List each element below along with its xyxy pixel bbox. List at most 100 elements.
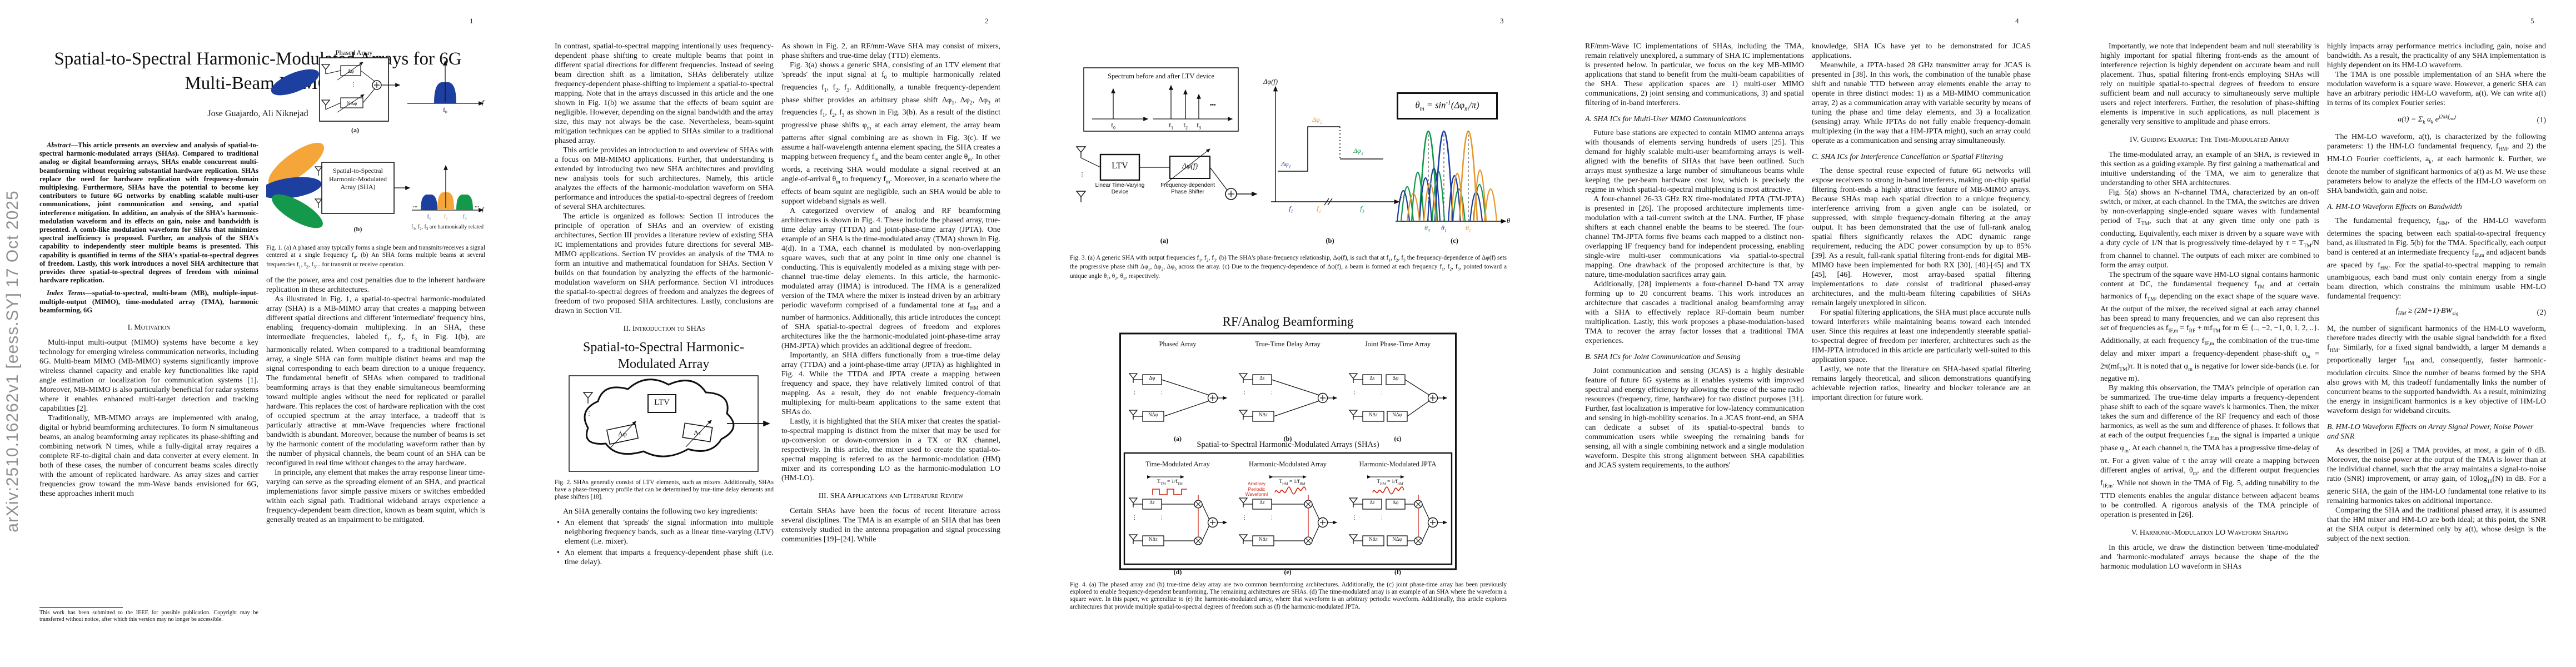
fig3-theta3-label: θ3 [1424,224,1430,233]
paragraph: M, the number of significant harmonics o… [2327,325,2546,415]
fig3-ltv-sublabel: Linear Time-Varying Device [1095,182,1145,195]
equation: a(t) = Σk ak ej2πkfHMt(1) [2398,115,2546,126]
wire [1312,504,1320,520]
fig1-phased-array-title: Phased Array [335,49,373,57]
fig4-box-label: NΔφ [1392,536,1402,542]
fig3-spectrum-dots: ••• [1210,102,1216,108]
paragraph: Additionally, [28] implements a four-cha… [1585,280,1804,345]
wire [1407,400,1430,417]
combiner-plus [1320,395,1326,401]
fig1-harmonic-note: f1, f2, f3 are harmonically related [411,224,484,231]
spectrum-bump-f3 [456,195,473,210]
antenna-icon [1128,410,1138,420]
fig3-dphi2-label: Δφ2 [1312,116,1322,125]
fig3-ps-sublabel: Frequency-dependent Phase Shifter [1160,182,1215,195]
beam-pattern-#14994c [1400,186,1414,222]
wire [1312,525,1320,541]
beam-lobe-blue [266,177,322,199]
fig1-f-axis-label: f [482,98,484,106]
beam-pattern-#e8982e [1450,172,1464,222]
fig4-box-label: NΔτ [1149,536,1158,542]
wire [1163,400,1210,417]
section-heading: I. Motivation [127,323,171,332]
fig4-title: RF/Analog Beamforming [1222,315,1354,328]
page-number: 4 [2015,17,2019,25]
fig4-dots: ⋮ [1132,390,1137,396]
wire [1271,379,1320,396]
beam-lobe-green [272,194,323,228]
paper-authors: Jose Guajardo, Ali Niknejad [207,109,308,118]
mixer-cross [1416,538,1421,544]
combiner-plus [1210,520,1215,525]
page2-column-2: As shown in Fig. 2, an RF/mm-Wave SHA ma… [781,42,1000,636]
fig4-cell-title: True-Time Delay Array [1255,340,1321,348]
fig4-dots: ⋮ [1269,390,1274,396]
fig4-box-label: Δτ [1259,500,1265,505]
fig4-box-label: NΔτ [1369,536,1378,542]
fig3-f2-axis: f2 [1317,205,1321,214]
cloud-shape [584,379,735,457]
wire [1161,379,1210,396]
page-4: 4 RF/mm-Wave IC implementations of SHAs,… [1546,0,2061,667]
fig1-dphi-label: Δφ [347,69,354,74]
fig1-f1-label: f1 [427,214,431,222]
fig4-cell-label: (a) [1174,435,1182,442]
bullet-item: •An element that 'spreads' the signal in… [557,518,774,546]
fig1-f3-label: f3 [462,214,467,222]
combiner-plus [1210,395,1215,401]
paragraph: Importantly, we note that independent be… [2100,42,2319,126]
antenna-icon [1348,534,1358,544]
fig4-cell-label: (e) [1284,568,1292,576]
paragraph: Joint communication and sensing (JCAS) i… [1585,367,1804,470]
antenna-icon [1348,373,1358,383]
mixer-cross [1195,501,1201,507]
fig1-label-b: (b) [353,225,362,233]
combiner-plus [1430,395,1436,401]
fig3-f-axis-label: f [1399,196,1401,204]
page-3: 3 [1030,0,1546,667]
fig4-sha-section-title: Spatial-to-Spectral Harmonic-Modulated A… [1197,440,1379,449]
fig3-label-c: (c) [1451,237,1458,245]
page-5: 5 Importantly, we note that independent … [2061,0,2576,667]
spectrum-bump-f1 [421,195,437,210]
fig1-f-axis-label-b: f [482,205,484,213]
antenna-icon [1128,373,1138,383]
fig3-label-b: (b) [1326,237,1334,245]
paragraph: Lastly, we note that the literature on S… [1812,365,2031,402]
antenna-icon [1075,191,1087,202]
fig3-ps-label: Δφ(f) [1182,162,1198,170]
antenna-icon [321,99,331,109]
antenna-icon [1348,410,1358,420]
fig4-cell-title: Harmonic-Modulated JPTA [1359,460,1437,468]
index-terms: Index Terms—spatial-to-spectral, multi-b… [39,289,258,314]
paragraph: Certain SHAs have been the focus of rece… [781,507,1000,544]
fig4-cell-label: (b) [1283,435,1292,442]
section-heading: II. Introduction to SHAs [623,325,705,333]
fig4-dots: ⋮ [1159,390,1164,396]
paragraph: The dense spectral reuse expected of fut… [1812,167,2031,307]
figure-4-caption: Fig. 4. (a) The phased array and (b) tru… [1070,581,1507,610]
fig1-dots: ⋮ [351,82,356,88]
beam-pattern-#1d3f9f [1418,177,1433,222]
fig4-dots: ⋮ [1269,515,1274,520]
fig4-box-label: NΔτ [1369,412,1378,417]
hm-lo-waveform [1372,486,1404,495]
page-number: 5 [2530,17,2534,25]
paragraph: Future base stations are expected to con… [1585,129,1804,194]
subsection-heading: A. HM-LO Waveform Effects on Bandwidth [2327,203,2462,212]
antenna-icon [1348,497,1358,507]
fig4-box-label: Δφ [1392,500,1399,505]
hm-lo-waveform [1152,489,1187,495]
paragraph: Fig. 5(a) shows an N-channel TMA, charac… [2100,188,2319,270]
antenna-icon [1238,410,1248,420]
antenna-icon [1128,497,1138,507]
fig1-label-a: (a) [351,126,359,134]
paragraph: RF/mm-Wave IC implementations of SHAs, i… [1585,42,1804,107]
antenna-icon [1128,534,1138,544]
fig4-period-label: THM = 1/fHM [1377,479,1403,486]
page-number: 1 [470,17,474,25]
antenna-icon [582,392,594,404]
paragraph: A four-channel 26-33 GHz RX time-modulat… [1585,195,1804,279]
fig1-dots-right: ... [475,202,480,209]
